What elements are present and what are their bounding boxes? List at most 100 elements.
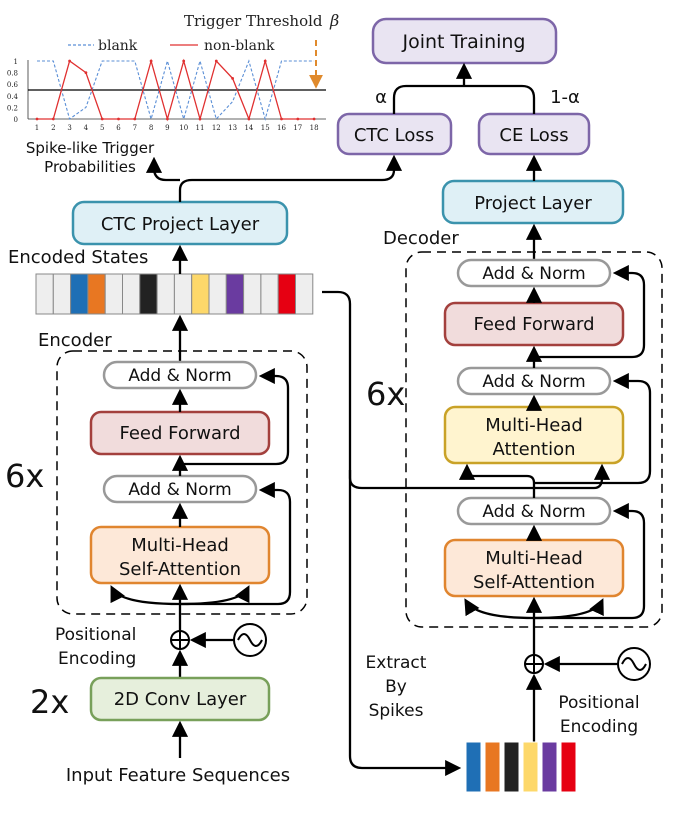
x-tick-label: 15: [261, 124, 270, 132]
decoder-residual-2: [534, 372, 652, 485]
encoded-state-cell: [295, 273, 314, 315]
chart-y-ticks: 00.20.40.60.81: [7, 58, 19, 124]
encoded-state-cell: [225, 273, 245, 315]
chart-title: Trigger Threshold: [184, 12, 323, 30]
decoder-repeat-label: 6x: [366, 375, 405, 413]
x-tick-label: 13: [228, 124, 237, 132]
project-layer-label: Project Layer: [474, 193, 592, 214]
ctc-loss-label: CTC Loss: [354, 125, 434, 146]
decoder-norm3-to-cross: [458, 463, 536, 498]
decoder-encoding-label: Encoding: [560, 717, 638, 737]
encoder-block-frame: [56, 350, 308, 615]
nonblank-point: [296, 117, 300, 121]
spike-cell: [465, 741, 482, 793]
spike-states-bar: [465, 741, 577, 793]
x-tick-label: 5: [100, 124, 104, 132]
trigger-probability-chart: Trigger Threshold β blank non-blank 00.2…: [7, 11, 339, 176]
nonblank-point: [68, 59, 71, 63]
y-tick-label: 0.8: [7, 70, 18, 78]
encoder-qkv-right: [179, 585, 250, 606]
conv-layer-label: 2D Conv Layer: [114, 689, 247, 710]
encoded-state-cell: [173, 273, 193, 315]
x-tick-label: 8: [149, 124, 153, 132]
x-tick-label: 12: [212, 124, 221, 132]
nonblank-point: [117, 117, 120, 121]
alpha-label: α: [375, 87, 387, 108]
input-features-label: Input Feature Sequences: [66, 765, 290, 786]
x-tick-label: 7: [133, 124, 137, 132]
nonblank-point: [133, 117, 137, 121]
encoder-positional-label: Positional: [55, 625, 136, 645]
nonblank-point: [166, 117, 169, 121]
decoder-qkv-left: [464, 598, 535, 620]
spike-cell: [484, 741, 501, 793]
decoder-feed-forward-label: Feed Forward: [473, 314, 594, 335]
encoded-state-cell: [277, 273, 297, 315]
encoded-state-cell: [191, 273, 210, 315]
ce-loss-label: CE Loss: [499, 125, 568, 146]
encoder-qkv-left: [110, 585, 181, 606]
encoder-mha-line2: Self-Attention: [119, 559, 241, 580]
encoder-encoding-label: Encoding: [58, 649, 136, 669]
encoder-residual-top: [180, 367, 290, 466]
x-tick-label: 4: [84, 124, 89, 132]
nonblank-point: [263, 59, 267, 63]
nonblank-point: [247, 117, 251, 121]
spike-cell: [560, 741, 577, 793]
decoder-add-norm-3-label: Add & Norm: [482, 502, 585, 522]
nonblank-point: [100, 117, 104, 121]
decoder-residual-3: [534, 502, 646, 620]
spike-cell: [522, 741, 539, 793]
y-tick-label: 0.2: [7, 104, 18, 112]
x-tick-label: 2: [51, 124, 55, 132]
ctc-project-layer-label: CTC Project Layer: [101, 214, 260, 235]
conv-layer-box: [89, 676, 271, 722]
conv-repeat-label: 2x: [30, 683, 69, 721]
nonblank-point: [84, 71, 88, 74]
encoded-state-cell: [104, 273, 123, 315]
encoder-add-norm-top: [102, 360, 258, 390]
encoded-state-cell: [260, 273, 279, 315]
nonblank-point: [198, 117, 202, 121]
x-tick-label: 16: [277, 124, 286, 132]
y-tick-label: 1: [14, 58, 18, 66]
series-nonblank-line: [37, 58, 315, 122]
decoder-residual-1: [534, 264, 646, 359]
decoder-mha-line1: Multi-Head: [485, 548, 583, 569]
spikes-label: Spikes: [369, 701, 424, 721]
legend-blank-label: blank: [98, 38, 138, 54]
decoder-sine-wave: [621, 657, 647, 671]
encoder-feed-forward-label: Feed Forward: [119, 423, 240, 444]
one-minus-alpha-label: 1-α: [550, 87, 580, 108]
encoder-to-spikes-arrow: [348, 470, 462, 777]
nonblank-point: [312, 117, 316, 121]
nonblank-point: [280, 117, 283, 121]
decoder-mha-line2: Self-Attention: [473, 572, 595, 593]
nonblank-point: [35, 117, 39, 121]
encoded-state-cell: [156, 273, 175, 315]
nonblank-point: [231, 77, 235, 80]
spike-cell: [503, 741, 520, 793]
extract-label: Extract: [366, 653, 427, 673]
joint-training-label: Joint Training: [401, 31, 525, 53]
x-tick-label: 18: [310, 124, 319, 132]
chart-caption-line1: Spike-like Trigger: [26, 139, 155, 157]
nonblank-point: [214, 59, 218, 63]
chart-caption-line2: Probabilities: [44, 158, 136, 176]
decoder-label: Decoder: [383, 228, 459, 249]
encoded-state-cell: [139, 273, 158, 315]
x-tick-label: 14: [244, 124, 253, 132]
ctc-to-joint-connector: [392, 84, 536, 114]
decoder-positional-label: Positional: [558, 693, 639, 713]
decoder-add-norm-2-label: Add & Norm: [482, 372, 585, 392]
encoder-add-norm-bottom-label: Add & Norm: [128, 480, 231, 500]
encoded-state-cell: [122, 273, 141, 315]
decoder-cross-mha-line2: Attention: [492, 439, 575, 460]
encoder-repeat-label: 6x: [5, 457, 44, 495]
encoder-add-norm-top-label: Add & Norm: [128, 366, 231, 386]
encoder-to-decoder-connector: [322, 290, 611, 490]
y-tick-label: 0.4: [7, 93, 19, 101]
encoded-state-cell: [70, 273, 89, 315]
encoded-state-cell: [87, 273, 106, 315]
